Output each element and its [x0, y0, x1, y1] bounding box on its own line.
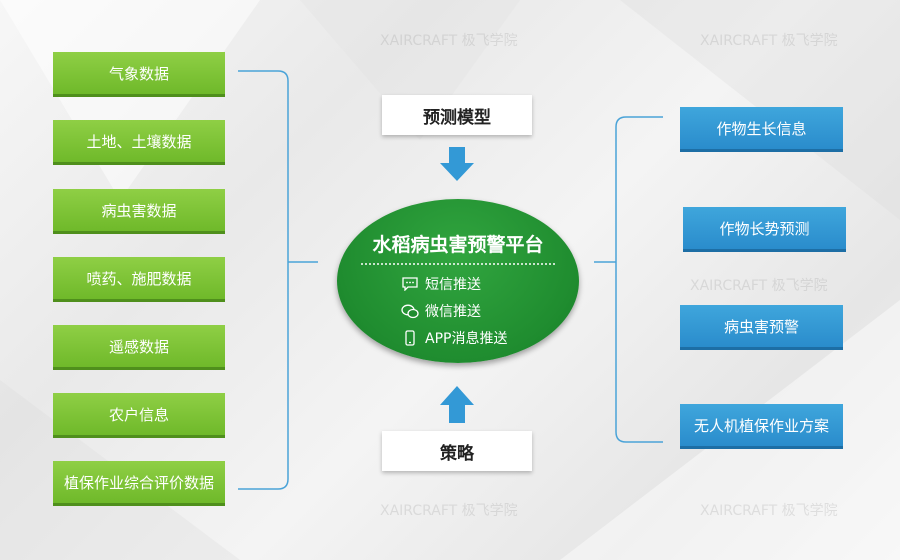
prediction-model-box: 预测模型 — [382, 95, 532, 135]
wechat-icon — [401, 304, 419, 319]
channel-wechat: 微信推送 — [401, 301, 481, 321]
watermark-logo: XAIRCRAFT 极飞学院 — [700, 33, 838, 49]
down-arrow-icon — [440, 147, 474, 181]
platform-hub: 水稻病虫害预警平台 短信推送 微信推送 APP消息推送 — [337, 199, 579, 363]
input-box-pest: 病虫害数据 — [53, 189, 225, 234]
output-box-drone-plan: 无人机植保作业方案 — [680, 404, 843, 449]
sms-icon — [401, 277, 419, 291]
input-box-weather: 气象数据 — [53, 52, 225, 97]
watermark-logo: XAIRCRAFT 极飞学院 — [690, 278, 828, 294]
input-box-remote-sensing: 遥感数据 — [53, 325, 225, 370]
hub-title: 水稻病虫害预警平台 — [372, 234, 544, 256]
channel-sms: 短信推送 — [401, 274, 481, 294]
input-box-soil: 土地、土壤数据 — [53, 120, 225, 165]
watermark-logo: XAIRCRAFT 极飞学院 — [700, 503, 838, 519]
left-bracket — [238, 70, 289, 490]
output-box-pest-warning: 病虫害预警 — [680, 305, 843, 350]
right-bracket — [615, 116, 663, 443]
channel-app: APP消息推送 — [401, 328, 507, 348]
watermark-logo: XAIRCRAFT 极飞学院 — [380, 33, 518, 49]
input-box-farmer: 农户信息 — [53, 393, 225, 438]
up-arrow-icon — [440, 386, 474, 423]
hub-divider — [361, 263, 555, 265]
output-box-growth-forecast: 作物长势预测 — [683, 207, 846, 252]
strategy-box: 策略 — [382, 431, 532, 471]
watermark-logo: XAIRCRAFT 极飞学院 — [380, 503, 518, 519]
phone-icon — [401, 330, 419, 346]
input-box-evaluation: 植保作业综合评价数据 — [53, 461, 225, 506]
output-box-growth-info: 作物生长信息 — [680, 107, 843, 152]
input-box-spraying: 喷药、施肥数据 — [53, 257, 225, 302]
